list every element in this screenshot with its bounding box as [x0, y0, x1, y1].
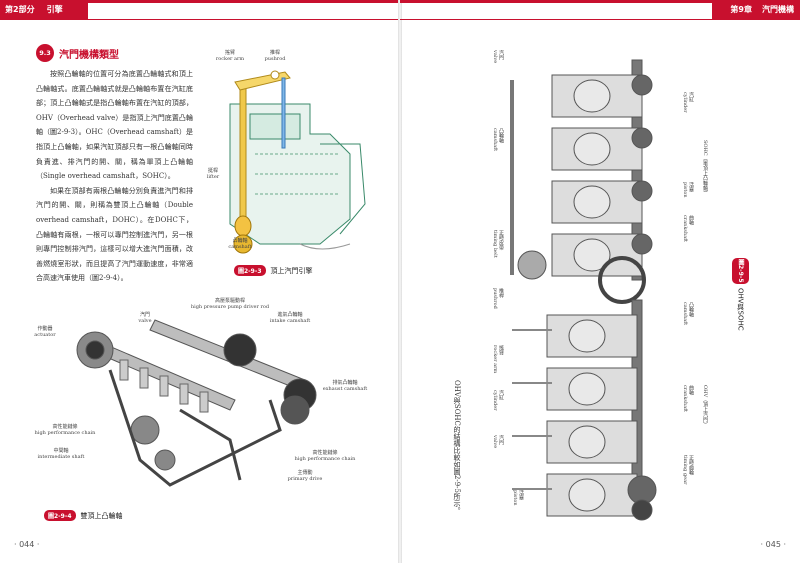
label-actuator: 作動器 actuator [34, 326, 56, 338]
bottom-label-pushrod: 推桿 pushrod [492, 288, 504, 309]
right-body-text: OHV與SOHC的結構比較如圖2-9-5所示。 [453, 380, 461, 514]
paragraph-1: 按照凸輪軸的位置可分為底置凸輪軸式和頂上凸輪軸式。底置凸輪軸式就是凸輪軸布置在汽… [36, 70, 193, 181]
body-text: 按照凸輪軸的位置可分為底置凸輪軸式和頂上凸輪軸式。底置凸輪軸式就是凸輪軸布置在汽… [36, 67, 193, 286]
ohv-sohc-illustration [510, 59, 657, 521]
ohv-engine-illustration [229, 70, 366, 254]
label-primary-drive: 主傳動 primary drive [287, 470, 323, 482]
header-rule [0, 19, 400, 20]
bottom-label-valve: 汽門 valve [492, 435, 504, 449]
caption-fig-2-9-4: 圖2-9-4 雙頂上凸輪軸 [44, 510, 123, 521]
book-gutter [398, 0, 402, 563]
caption-fig-2-9-3: 圖2-9-3 頂上汽門引擎 [234, 265, 313, 276]
figure-ohv-sohc: 汽門 valve 凸輪軸 camshaft 正時皮帶 timing belt 汽… [492, 40, 732, 530]
left-page: 第2部分 引擎 9.3 汽門機構類型 按照凸輪軸的位置可分為底置凸輪軸式和頂上凸… [0, 0, 400, 549]
caption-text: OHV與SOHC [736, 287, 745, 331]
label-intermediate-shaft: 中間軸 intermediate shaft [37, 448, 85, 460]
section-number: 9.3 [36, 44, 54, 62]
section-title: 汽門機構類型 [59, 49, 119, 61]
top-label-crankshaft: 曲軸 crankshaft [682, 215, 694, 243]
part-tab: 第2部分 引擎 [0, 0, 88, 19]
label-hp-chain: 高性能鏈條 high performance chain [34, 424, 96, 436]
label-rocker-arm: 搖臂 rocker arm [215, 50, 245, 62]
top-label-cylinder: 汽缸 cylinder [682, 92, 694, 113]
dohc-engine-illustration [76, 319, 317, 487]
chapter-tab: 第9章 汽門機構 [712, 0, 800, 19]
header-rule [400, 19, 800, 20]
label-hp-chain-2: 高性能鏈條 high performance chain [294, 450, 356, 462]
bottom-label-camshaft: 凸輪軸 camshaft [682, 302, 694, 326]
top-label-camshaft: 凸輪軸 camshaft [492, 128, 504, 152]
bottom-label-piston: 活塞 piston [512, 490, 524, 506]
cam-lobe-shape [233, 234, 253, 254]
header-bar [400, 0, 800, 3]
bottom-label-ohv: OHV（頂上汽門） [702, 385, 708, 428]
top-label-timing-belt: 正時皮帶 timing belt [492, 230, 504, 258]
bottom-label-crankshaft: 曲軸 crankshaft [682, 385, 694, 413]
caption-badge: 圖2-9-4 [44, 510, 76, 521]
section-heading: 9.3 汽門機構類型 [36, 44, 119, 62]
label-valve: 汽門 valve [138, 312, 152, 324]
label-exhaust-camshaft: 排氣凸輪軸 exhaust camshaft [322, 380, 368, 392]
header-bar [0, 0, 400, 3]
caption-badge: 圖2-9-5 [732, 258, 749, 284]
bottom-label-rocker-arm: 搖臂 rocker arm [492, 345, 504, 374]
right-page: 第9章 汽門機構 OHV與SOHC的結構比較如圖2-9-5所示。 [400, 0, 800, 563]
label-lifter: 挺桿 lifter [206, 168, 220, 180]
caption-text: 雙頂上凸輪軸 [80, 511, 123, 520]
part-label: 第2部分 [5, 5, 35, 14]
lifter-shape [234, 215, 252, 237]
label-pushrod: 推桿 pushrod [264, 50, 286, 62]
bottom-label-timing-gear: 正時齒輪 timing gear [682, 455, 694, 485]
page-number-left: · 044 · [14, 540, 40, 549]
top-label-sohc: SOHC（單頂上凸輪軸） [702, 140, 708, 196]
figure-ohv-engine: 搖臂 rocker arm 推桿 pushrod 挺桿 lifter 凸輪軸 c… [200, 44, 380, 266]
caption-badge: 圖2-9-3 [234, 265, 266, 276]
bottom-label-cylinder: 汽缸 cylinder [492, 390, 504, 411]
paragraph-2: 如果在頂部有兩根凸輪軸分別負責進汽門和排汽門的開、關，則稱為雙頂上凸輪軸（Dou… [36, 186, 193, 283]
label-pump-rod: 高壓泵驅動桿 high pressure pump driver rod [190, 298, 270, 310]
page-number-right: · 045 · [760, 540, 786, 549]
part-title: 引擎 [46, 5, 63, 14]
label-intake-camshaft: 進氣凸輪軸 intake camshaft [269, 312, 311, 324]
label-camshaft: 凸輪軸 camshaft [228, 238, 252, 250]
valve-stem-shape [281, 77, 286, 149]
chapter-title: 汽門機構 [762, 5, 794, 14]
top-label-valve: 汽門 valve [492, 50, 504, 64]
pushrod-shape [239, 83, 247, 225]
top-label-piston: 活塞 piston [682, 182, 694, 198]
caption-text: 頂上汽門引擎 [270, 266, 313, 275]
figure-dohc-engine: 高壓泵驅動桿 high pressure pump driver rod 汽門 … [30, 290, 380, 510]
caption-fig-2-9-5: 圖2-9-5 OHV與SOHC [732, 258, 749, 330]
chapter-label: 第9章 [730, 5, 752, 14]
